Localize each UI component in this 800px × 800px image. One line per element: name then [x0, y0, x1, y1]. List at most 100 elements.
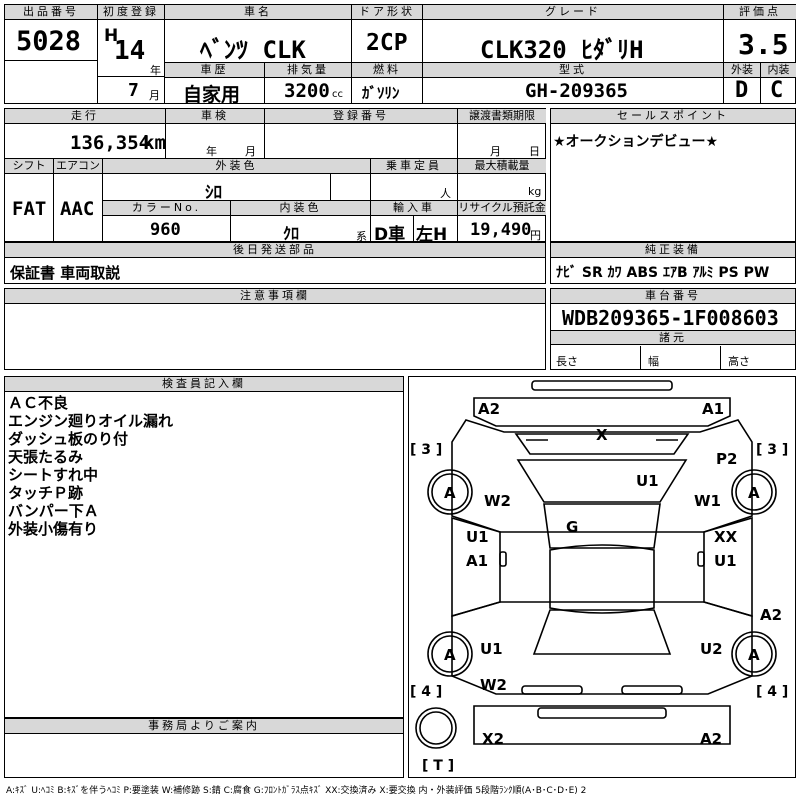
- tire-mark: A: [748, 484, 760, 502]
- inspector-notes: ＡＣ不良 エンジン廻りオイル漏れ ダッシュ板のり付 天張たるみ シートすれ中 タ…: [8, 394, 173, 538]
- fuel-label: 燃料: [352, 63, 422, 78]
- office-block: [4, 718, 404, 778]
- mark-g-roof: G: [566, 518, 578, 536]
- tire-tread-rear-left: [ 4 ]: [410, 684, 442, 700]
- color-number: 960: [150, 220, 181, 240]
- color-label: 外装色: [103, 159, 370, 174]
- mark-a2-front-left: A2: [478, 400, 500, 418]
- equipment-label: 純正装備: [551, 243, 795, 258]
- mark-a2-right-rear: A2: [760, 606, 782, 624]
- model-label: 型式: [423, 63, 723, 78]
- tire-tread-rear-right: [ 4 ]: [756, 684, 788, 700]
- int-label: 内装: [761, 63, 796, 78]
- ext-label: 外装: [724, 63, 760, 78]
- docs-value: 保証書 車両取説: [10, 264, 121, 282]
- load-label: 最大積載量: [458, 159, 546, 174]
- mark-a1-left-door: A1: [466, 552, 488, 570]
- caution-block: [4, 288, 546, 370]
- caution-label: 注意事項欄: [5, 289, 545, 304]
- dims-height: 高さ: [728, 355, 750, 368]
- mileage-label: 走行: [5, 109, 165, 124]
- tire-mark: A: [444, 484, 456, 502]
- spec-block: [4, 108, 546, 242]
- mark-xx-right-door: XX: [714, 528, 738, 546]
- interior-color: ｸﾛ: [283, 224, 300, 243]
- docs-label: 後日発送部品: [5, 243, 545, 258]
- era: H: [104, 26, 119, 46]
- office-label: 事務局よりご案内: [5, 719, 403, 734]
- ac-label: エアコン: [54, 159, 102, 174]
- equipment-value: ﾅﾋﾞ SR ｶﾜ ABS ｴｱB ｱﾙﾐ PS PW: [556, 265, 770, 281]
- mark-u1-right-door: U1: [714, 552, 737, 570]
- mark-u1-left-rear: U1: [480, 640, 503, 658]
- int-grade: C: [770, 78, 784, 103]
- car-diagram-svg: A2 A1 X U1 P2 W2 W1 G U1 A1 XX U1 A2 U1 …: [410, 380, 788, 774]
- tire-mark: A: [444, 646, 456, 664]
- dims-width: 幅: [648, 355, 659, 368]
- transfer-day-unit: 日: [529, 145, 540, 158]
- lot-label: 出品番号: [5, 5, 97, 20]
- recycle-label: リサイクル預託金: [458, 201, 546, 216]
- mark-w2-front-fender: W2: [484, 492, 511, 510]
- inspector-label: 検査員記入欄: [5, 377, 403, 392]
- door-label: ドア形状: [352, 5, 422, 20]
- tire-mark: A: [748, 646, 760, 664]
- sales-label: セールスポイント: [551, 109, 795, 124]
- mark-a1-front-right: A1: [702, 400, 724, 418]
- insp-year-unit: 年: [206, 145, 217, 158]
- color-no-label: カラーNo.: [103, 201, 230, 216]
- note-line: シートすれ中: [8, 466, 99, 484]
- history-label: 車歴: [165, 63, 264, 78]
- displacement: 3200: [284, 80, 330, 102]
- year-unit: 年: [150, 64, 161, 77]
- chassis-label: 車台番号: [551, 289, 795, 304]
- mark-x2-rear-bumper: X2: [482, 730, 504, 748]
- mark-w1-front-fender: W1: [694, 492, 721, 510]
- shift-label: シフト: [5, 159, 53, 174]
- mark-x-windshield: X: [596, 426, 608, 444]
- import-type: D車: [374, 225, 406, 245]
- sales-block: [550, 108, 796, 242]
- tire-tread-spare: [ T ]: [422, 758, 454, 774]
- mark-u2-right-rear: U2: [700, 640, 723, 658]
- note-line: 天張たるみ: [8, 448, 84, 466]
- inspection-label: 車検: [166, 109, 264, 124]
- grade: CLK320 ﾋﾀﾞﾘH: [480, 36, 644, 64]
- shift: FAT: [12, 198, 47, 220]
- legend: A:ｷｽﾞ U:ﾍｺﾐ B:ｷｽﾞを伴うﾍｺﾐ P:要塗装 W:補修跡 S:錆 …: [6, 786, 587, 796]
- air-conditioner: AAC: [60, 198, 95, 220]
- note-line: タッチＰ跡: [8, 484, 84, 502]
- interior-label: 内装色: [231, 201, 370, 216]
- note-line: 外装小傷有り: [8, 520, 99, 538]
- recycle-fee: 19,490: [470, 220, 532, 240]
- mark-u1-left-door: U1: [466, 528, 489, 546]
- mileage: 136,354: [70, 132, 151, 154]
- mark-p2: P2: [716, 450, 737, 468]
- note-line: ダッシュ板のり付: [8, 430, 129, 448]
- chassis-block: [550, 288, 796, 370]
- grade-label: グレード: [423, 5, 723, 20]
- first-reg-label: 初度登録: [98, 5, 164, 20]
- handle-side: 左H: [416, 225, 448, 245]
- car-name: ﾍﾞﾝﾂ CLK: [200, 36, 306, 64]
- header-block: [4, 4, 796, 104]
- lot-number: 5028: [16, 26, 82, 57]
- reg-number-label: 登録番号: [265, 109, 457, 124]
- history: 自家用: [183, 84, 241, 106]
- cc-label: 排気量: [265, 63, 351, 78]
- score: 3.5: [738, 28, 789, 61]
- ext-grade: D: [735, 78, 749, 103]
- chassis-number: WDB209365-1F008603: [562, 306, 779, 330]
- mark-a2-rear-bumper: A2: [700, 730, 722, 748]
- fuel: ｶﾞｿﾘﾝ: [362, 84, 400, 102]
- note-line: ＡＣ不良: [8, 394, 69, 412]
- sales-point: ★オークションデビュー★: [553, 134, 719, 150]
- insp-month-unit: 月: [245, 145, 256, 158]
- dims-length: 長さ: [556, 355, 578, 368]
- inspector-block: [4, 376, 404, 718]
- reg-year: 14: [114, 36, 146, 66]
- equipment-block: [550, 242, 796, 284]
- mileage-unit: km: [143, 132, 166, 154]
- mark-u1-hood: U1: [636, 472, 659, 490]
- load-unit: kg: [528, 185, 542, 198]
